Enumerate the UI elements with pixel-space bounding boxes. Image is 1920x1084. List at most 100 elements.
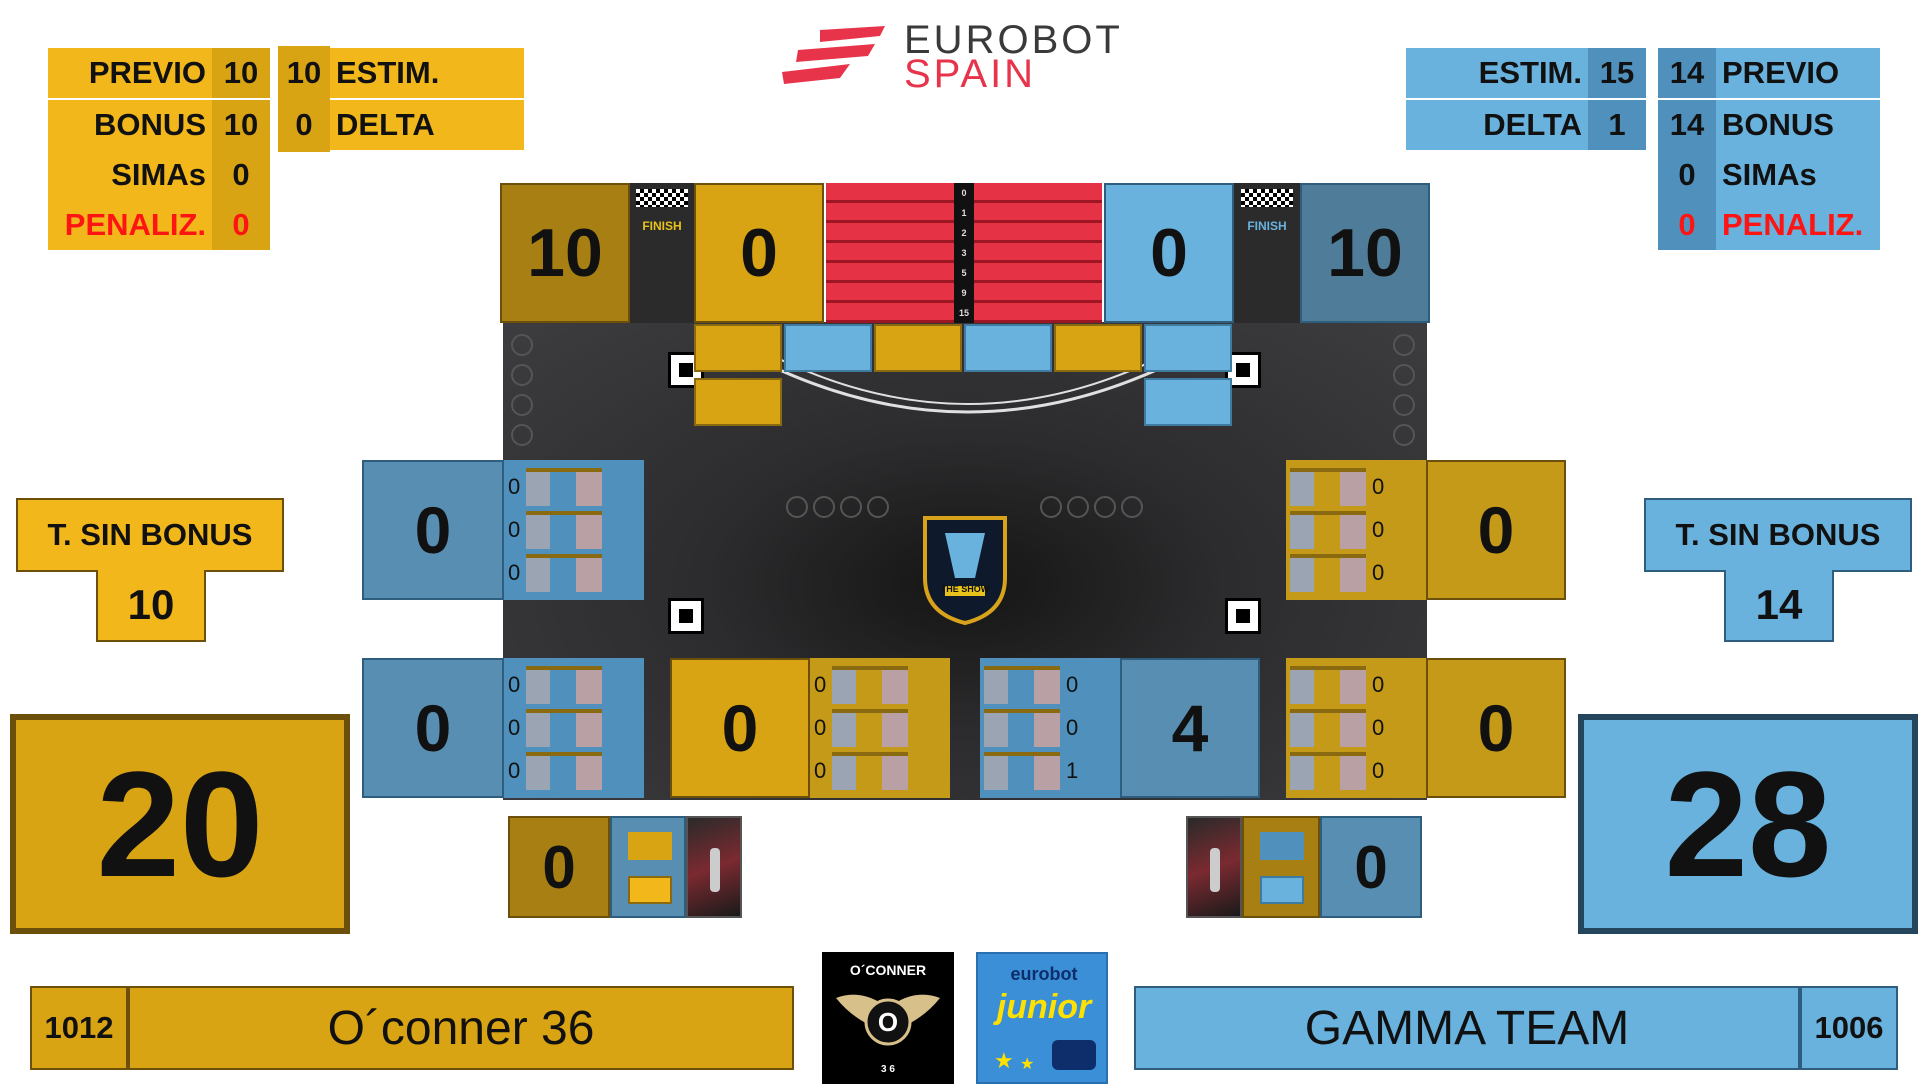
yellow-banner-score: 0 [508,816,610,918]
yellow-bar-4 [694,378,782,426]
yellow-previo-label: PREVIO [48,48,212,98]
ring [1393,424,1415,446]
wings-icon [836,994,940,1046]
ring [867,496,889,518]
progress-segment [826,283,954,303]
blue-sin-bonus-value: 14 [1724,570,1834,642]
level-count: 0 [1372,559,1385,585]
platform-icon [832,708,909,747]
yellow-team-name: O´conner 36 [128,986,794,1070]
yellow-bar-3 [1054,324,1142,372]
progress-segment [974,243,1102,263]
yellow-penal-value: 0 [212,200,270,250]
blue-zone-mid-right-stack: 0 0 0 [1286,460,1426,600]
ruler-tick: 3 [961,248,967,258]
blue-sin-bonus-label: T. SIN BONUS [1644,498,1912,572]
banner-slot [628,876,672,904]
blue-bonus-value: 14 [1658,100,1716,150]
progress-segment [826,223,954,243]
guitar-icon [1210,848,1220,892]
platform-icon [1290,666,1366,705]
platform-icon [832,666,909,705]
progress-segment [974,303,1102,323]
stack-level: 0 [508,468,640,507]
progress-segment [974,183,1102,203]
yellow-zone-mid-left-score: 0 [362,460,504,600]
level-count: 1 [1066,757,1079,783]
platform-icon [984,708,1060,747]
progress-segment [826,243,954,263]
level-count: 0 [508,559,521,585]
blue-banner-slots [1242,816,1320,918]
left-rings [786,496,889,518]
level-count: 0 [508,672,521,698]
blue-delta-label: DELTA [1406,100,1588,150]
yellow-zone-bottom-left-score: 0 [362,658,504,798]
progress-segment [974,263,1102,283]
platform-icon [526,553,603,592]
yellow-previo-value: 10 [212,48,270,98]
blue-banner-score: 0 [1320,816,1422,918]
yellow-banner-image [686,816,742,918]
progress-segment [974,283,1102,303]
progress-segment [826,263,954,283]
ring [1067,496,1089,518]
level-count: 0 [814,672,827,698]
logo-swoosh-icon [782,26,885,84]
blue-bar-1 [784,324,872,372]
blue-bonus-label: BONUS [1716,100,1880,150]
blue-pit-score: 0 [1104,183,1234,323]
yellow-delta-label: DELTA [336,107,435,142]
yellow-estim-number: 10 [278,46,330,100]
platform-icon [526,708,603,747]
platform-icon [984,751,1060,790]
guitar-icon [710,848,720,892]
yellow-zone-bottom-left-stack: 0 0 0 [504,658,644,798]
blue-penal-value: 0 [1658,200,1716,250]
ring [813,496,835,518]
stack-level: 0 [984,666,1116,705]
level-count: 0 [508,757,521,783]
yellow-bonus-label: BONUS [48,100,212,150]
ruler-tick: 15 [958,308,969,318]
platform-icon [1290,708,1366,747]
ring [1094,496,1116,518]
progress-bar-right [974,183,1102,323]
stack-level: 0 [508,751,640,790]
blue-total-score: 28 [1578,714,1918,934]
finish-label: FINISH [642,219,682,233]
blue-zone-bottom-mid-stack: 0 0 1 [980,658,1120,798]
progress-ruler: 0 1 2 3 5 9 15 [954,183,974,323]
yellow-total-score: 20 [10,714,350,934]
banner-slot [1260,876,1304,904]
ruler-tick: 5 [961,268,967,278]
blue-simas-value: 0 [1658,150,1716,200]
stack-level: 0 [1290,468,1422,507]
level-count: 0 [1372,757,1385,783]
blue-team-logo: eurobot junior ★ ★ [976,952,1108,1084]
progress-segment [826,203,954,223]
blue-zone-bottom-right-stack: 0 0 0 [1286,658,1426,798]
star-icon: ★ [1020,1056,1035,1073]
team-logo-top-text: O´CONNER [849,962,927,978]
blue-bar-4 [1144,378,1232,426]
platform-icon [526,751,603,790]
yellow-bar-1 [694,324,782,372]
progress-segment [826,303,954,323]
ring [786,496,808,518]
stack-level: 0 [814,708,946,747]
yellow-sin-bonus-label: T. SIN BONUS [16,498,284,572]
banner-slot [628,832,672,860]
ring [1393,334,1415,356]
robot-icon [1052,1040,1096,1070]
ring [511,424,533,446]
level-count: 0 [1372,672,1385,698]
yellow-delta-value: 0 DELTA [278,98,524,152]
yellow-zone-mid-left-stack: 0 0 0 [504,460,644,600]
center-logo: THE SHOW [915,508,1015,628]
banner-slot [1260,832,1304,860]
level-count: 0 [508,714,521,740]
yellow-pit-score: 0 [694,183,824,323]
blue-estim-label: ESTIM. [1406,48,1588,98]
stack-level: 1 [984,751,1116,790]
